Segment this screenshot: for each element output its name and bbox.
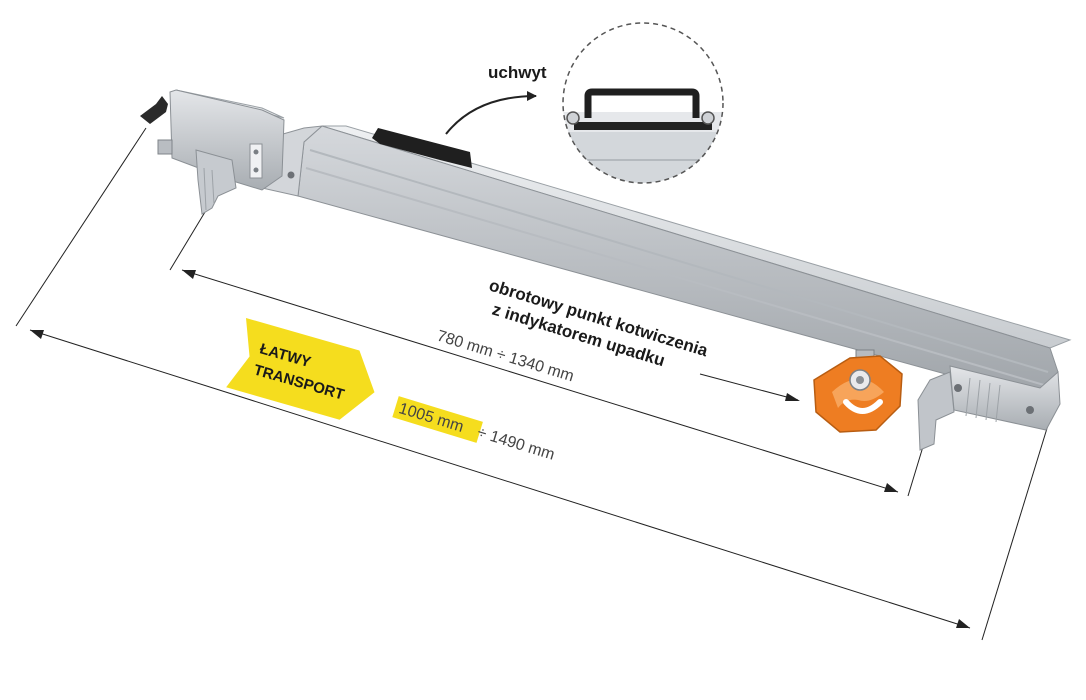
bar-groove-1: [309, 149, 1049, 373]
outer-arrow-right-icon: [956, 619, 970, 628]
inner-dimension-line: [181, 269, 899, 493]
inner-extension-left: [169, 211, 206, 271]
bar-assembly: [140, 89, 1072, 451]
outer-range-highlight-text: 1005 mm: [397, 400, 466, 436]
clamp-lever-icon: [140, 96, 168, 124]
outer-dimension-line: [29, 329, 971, 629]
easy-transport-badge: ŁATWY TRANSPORT: [226, 318, 375, 420]
handle-zoom-icon: [562, 22, 724, 184]
dimension-lines: [15, 127, 1053, 641]
outer-arrow-left-icon: [30, 330, 44, 339]
carry-handle: [372, 128, 472, 168]
handle-label: uchwyt: [488, 63, 547, 82]
bar-groove-2: [305, 167, 1045, 386]
badge-shape: [226, 318, 375, 420]
outer-range-label: 1005 mm ÷ 1490 mm: [392, 396, 557, 464]
outer-extension-left: [15, 127, 147, 327]
left-end-slot: [249, 143, 263, 179]
left-foot: [195, 149, 237, 215]
inner-arrow-right-icon: [884, 483, 898, 492]
curved-arrow-icon: [445, 91, 537, 135]
orange-anchor-point: [813, 349, 903, 433]
inner-arrow-left-icon: [182, 270, 196, 279]
outer-extension-right: [981, 411, 1053, 641]
outer-range-rest-text: ÷ 1490 mm: [475, 424, 556, 464]
inner-tube-hole: [287, 171, 295, 179]
outer-range-highlight: [392, 396, 483, 443]
left-side-plate: [157, 139, 173, 155]
anchor-pointer-arrow-icon: [785, 393, 800, 401]
anchor-pointer-line: [699, 373, 799, 401]
right-foot: [917, 371, 955, 451]
